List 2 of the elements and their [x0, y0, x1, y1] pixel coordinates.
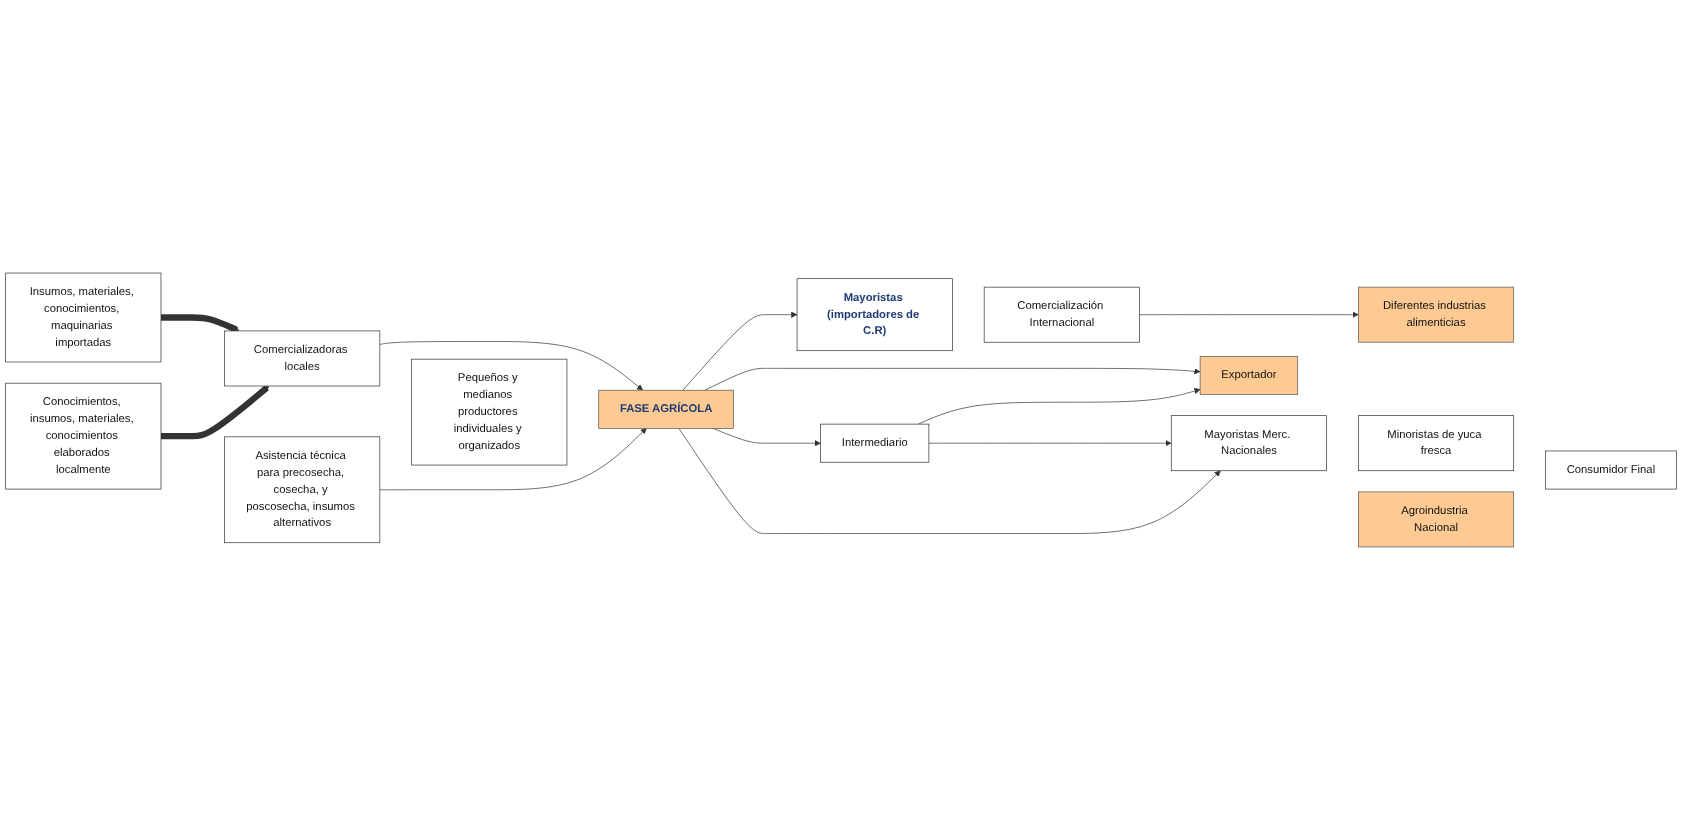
arrow: [160, 314, 240, 333]
arrow: [160, 385, 270, 440]
